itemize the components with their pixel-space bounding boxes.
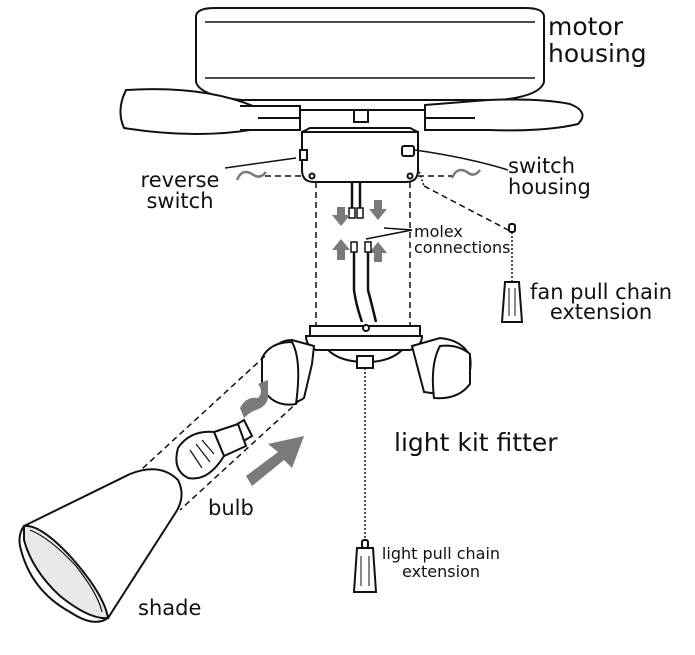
rotation-arrows <box>235 168 481 181</box>
molex-label-line1: molex <box>414 222 463 241</box>
light-socket-cup-left <box>261 338 316 406</box>
light-kit-fitter-label: light kit fitter <box>394 428 558 457</box>
reverse-switch-label-line2: switch <box>146 189 214 213</box>
bulb-twist-arrow <box>240 380 268 418</box>
bulb-label: bulb <box>208 496 254 520</box>
light-pull-chain-fob <box>352 539 378 593</box>
fan-pull-chain-fob <box>500 223 524 323</box>
fan-pull-chain <box>417 167 513 282</box>
reverse-switch-leader <box>224 157 297 169</box>
molex-arrows <box>332 200 387 262</box>
shade-label: shade <box>138 596 202 620</box>
light-pull-chain-label-line1: light pull chain <box>381 544 501 563</box>
switch-housing-label-line2: housing <box>508 175 591 199</box>
motor-housing-label-line1: motor <box>548 12 624 41</box>
molex-label-line2: connections <box>414 238 511 257</box>
fan-blade-right <box>424 98 584 132</box>
shade-install-arrow <box>246 436 304 486</box>
reverse-switch-label-line1: reverse <box>140 168 220 192</box>
fitter-wires <box>350 241 378 323</box>
light-pull-chain-label-line2: extension <box>402 562 480 581</box>
switch-housing-label-line1: switch <box>508 154 576 178</box>
fan-pull-chain-label-line1: fan pull chain <box>529 280 673 304</box>
motor-housing <box>195 7 545 111</box>
light-socket-cup-right <box>410 336 472 400</box>
light-kit-fitter-body <box>304 324 424 369</box>
switch-housing <box>299 127 419 183</box>
motor-housing-label-line2: housing <box>548 39 647 68</box>
shade-drawing <box>18 468 183 623</box>
fan-pull-chain-label-line2: extension <box>549 300 653 324</box>
assembly-guide-lines <box>265 175 455 325</box>
fan-blade-left <box>119 88 301 135</box>
molex-leader-lines <box>365 227 413 240</box>
bulb-drawing <box>175 418 254 480</box>
switch-housing-leader <box>414 149 509 171</box>
switch-housing-wires <box>348 182 364 219</box>
downrod-collar <box>338 109 384 129</box>
shade-guide-lines <box>129 355 301 511</box>
